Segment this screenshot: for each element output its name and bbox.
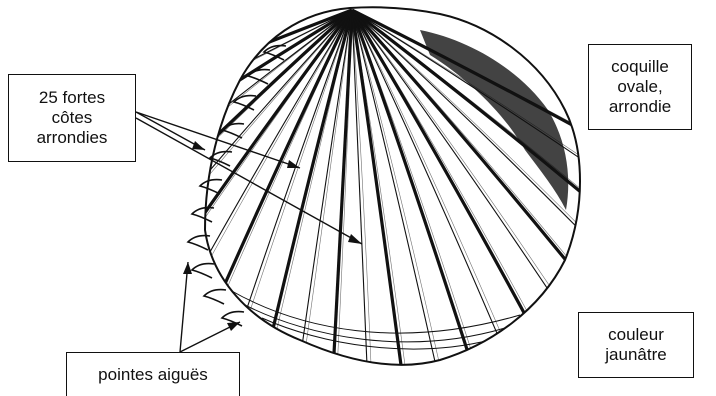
label-ribs-line-2: côtes — [52, 108, 93, 128]
label-color: couleur jaunâtre — [578, 312, 694, 378]
label-shape-line-3: arrondie — [609, 97, 671, 117]
label-spines: pointes aiguës — [66, 352, 240, 396]
label-ribs: 25 fortes côtes arrondies — [8, 74, 136, 162]
label-shape-line-2: ovale, — [617, 77, 662, 97]
label-color-line-1: couleur — [608, 325, 664, 345]
label-ribs-line-3: arrondies — [37, 128, 108, 148]
label-ribs-line-1: 25 fortes — [39, 88, 105, 108]
label-shape-line-1: coquille — [611, 57, 669, 77]
label-spines-text: pointes aiguës — [98, 365, 208, 385]
label-shape: coquille ovale, arrondie — [588, 44, 692, 130]
shell-spine — [192, 264, 214, 278]
shell-spine — [204, 290, 226, 304]
label-color-line-2: jaunâtre — [605, 345, 666, 365]
